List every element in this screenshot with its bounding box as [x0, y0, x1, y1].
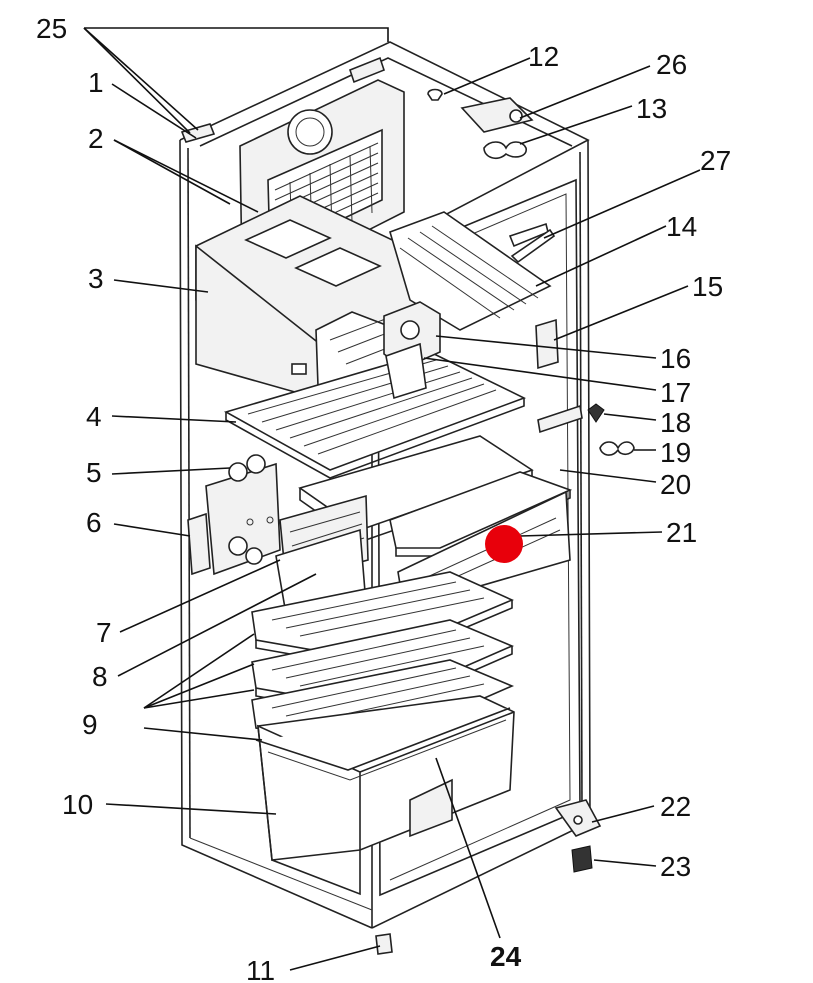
thermostat-housing	[383, 301, 441, 400]
leader-4	[111, 415, 237, 423]
leader-12	[443, 57, 531, 95]
label-25: 25	[36, 13, 67, 44]
label-19: 19	[660, 437, 691, 468]
label-13: 13	[636, 93, 667, 124]
leader-2	[113, 139, 259, 213]
label-27: 27	[700, 145, 731, 176]
bottom-hinge	[554, 799, 602, 873]
label-21: 21	[666, 517, 697, 548]
leader-9	[143, 633, 255, 709]
label-1: 1	[88, 67, 104, 98]
label-22: 22	[660, 791, 691, 822]
label-26: 26	[656, 49, 687, 80]
label-7: 7	[96, 617, 112, 648]
leader-11	[289, 945, 381, 971]
label-18: 18	[660, 407, 691, 438]
top-parts	[427, 88, 556, 264]
leader-18	[603, 413, 657, 421]
label-12: 12	[528, 41, 559, 72]
label-20: 20	[660, 469, 691, 500]
leader-20	[559, 469, 657, 483]
leader-15	[553, 285, 689, 341]
label-8: 8	[92, 661, 108, 692]
label-3: 3	[88, 263, 104, 294]
label-9: 9	[82, 709, 98, 740]
leader-lines	[83, 27, 701, 971]
part-labels: 25 1 2 3 4 5 6 7 8 9 10 11 12 26 13 27 1…	[36, 13, 731, 983]
leader-3	[113, 279, 209, 293]
label-17: 17	[660, 377, 691, 408]
leader-23	[593, 859, 657, 867]
leader-8	[117, 573, 317, 677]
leader-10	[105, 803, 277, 815]
label-15: 15	[692, 271, 723, 302]
leader-5	[111, 467, 231, 475]
hinge-parts	[537, 403, 635, 456]
freezer-housing	[195, 195, 431, 405]
leader-13	[519, 105, 633, 145]
label-10: 10	[62, 789, 93, 820]
leader-17	[423, 357, 657, 391]
leader-1	[111, 83, 197, 139]
leader-6	[113, 523, 191, 537]
label-11: 11	[246, 955, 275, 983]
leader-26	[519, 65, 651, 119]
label-14: 14	[666, 211, 697, 242]
crisper-drawer	[255, 695, 515, 896]
side-rack	[187, 454, 281, 576]
label-23: 23	[660, 851, 691, 882]
leader-25	[84, 27, 389, 42]
wire-shelf-4	[223, 351, 527, 479]
leader-22	[591, 805, 655, 823]
leader-16	[435, 335, 657, 359]
upper-shelf-14	[389, 211, 552, 331]
label-2: 2	[88, 123, 104, 154]
highlight-marker	[485, 525, 523, 563]
bracket-15	[535, 318, 559, 370]
foot-11	[375, 933, 393, 955]
label-4: 4	[86, 401, 102, 432]
leader-7	[119, 559, 281, 633]
middle-shelves	[275, 435, 573, 615]
leader-24	[435, 757, 501, 939]
leader-27	[543, 169, 701, 239]
leader-14	[535, 225, 667, 287]
label-16: 16	[660, 343, 691, 374]
label-6: 6	[86, 507, 102, 538]
label-24: 24	[490, 941, 522, 972]
leader-21	[519, 531, 663, 537]
label-5: 5	[86, 457, 102, 488]
